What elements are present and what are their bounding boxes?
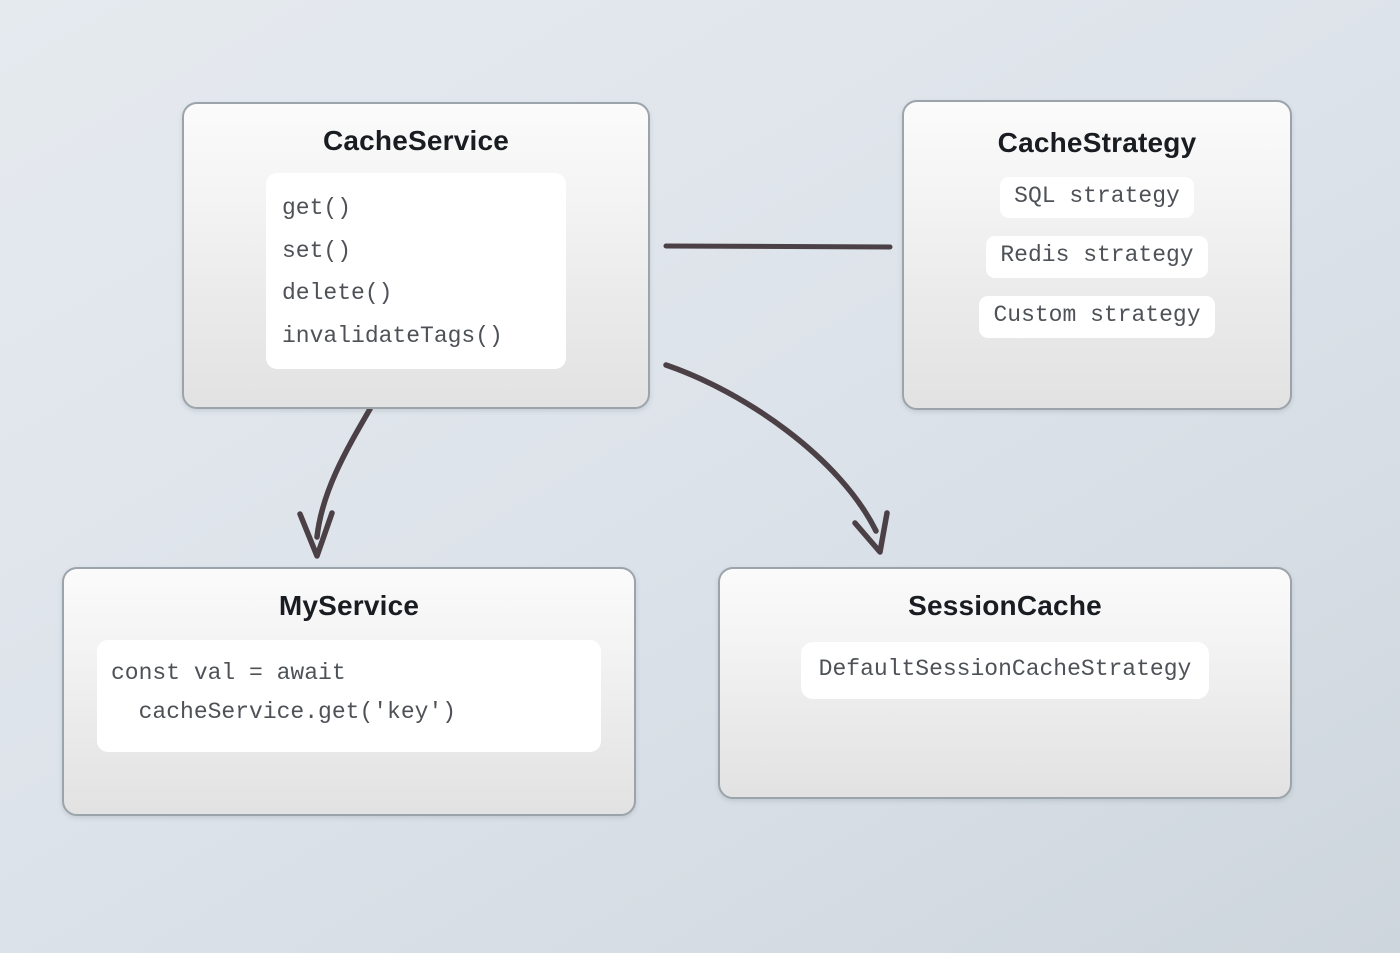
node-myservice-code: const val = await cacheService.get('key'… xyxy=(97,639,601,752)
chip-custom-strategy[interactable]: Custom strategy xyxy=(979,295,1215,338)
edge-cacheservice-cachestrategy xyxy=(663,243,893,250)
edge-cacheservice-sessioncache xyxy=(663,362,879,534)
node-cachestrategy-title: CacheStrategy xyxy=(997,127,1197,158)
node-cacheservice-methods: get() set() delete() invalidateTags() xyxy=(266,172,566,369)
chip-defaultsessioncachestrategy[interactable]: DefaultSessionCacheStrategy xyxy=(800,641,1210,700)
node-sessioncache[interactable]: SessionCache DefaultSessionCacheStrategy xyxy=(718,567,1292,799)
chip-redis-strategy[interactable]: Redis strategy xyxy=(986,236,1208,278)
arrowhead-sessioncache xyxy=(852,510,890,555)
strategy-chip-list: SQL strategy Redis strategy Custom strat… xyxy=(904,176,1290,338)
arrowhead-myservice xyxy=(297,510,335,559)
method-delete: delete() xyxy=(282,280,393,307)
sessioncache-chip-list: DefaultSessionCacheStrategy xyxy=(720,641,1290,700)
node-myservice-title: MyService xyxy=(278,590,420,621)
edge-cacheservice-myservice xyxy=(314,406,373,540)
chip-sql-strategy[interactable]: SQL strategy xyxy=(1000,176,1194,219)
method-set: set() xyxy=(282,237,352,264)
code-line-2: cacheService.get('key') xyxy=(111,699,457,726)
node-sessioncache-title: SessionCache xyxy=(908,590,1102,621)
node-cachestrategy[interactable]: CacheStrategy SQL strategy Redis strateg… xyxy=(902,100,1292,410)
code-line-1: const val = await xyxy=(111,659,346,686)
node-cacheservice-title: CacheService xyxy=(322,125,510,156)
node-myservice[interactable]: MyService const val = await cacheService… xyxy=(62,567,636,816)
node-cacheservice[interactable]: CacheService get() set() delete() invali… xyxy=(182,102,650,409)
method-invalidatetags: invalidateTags() xyxy=(282,323,503,350)
method-get: get() xyxy=(282,194,352,221)
